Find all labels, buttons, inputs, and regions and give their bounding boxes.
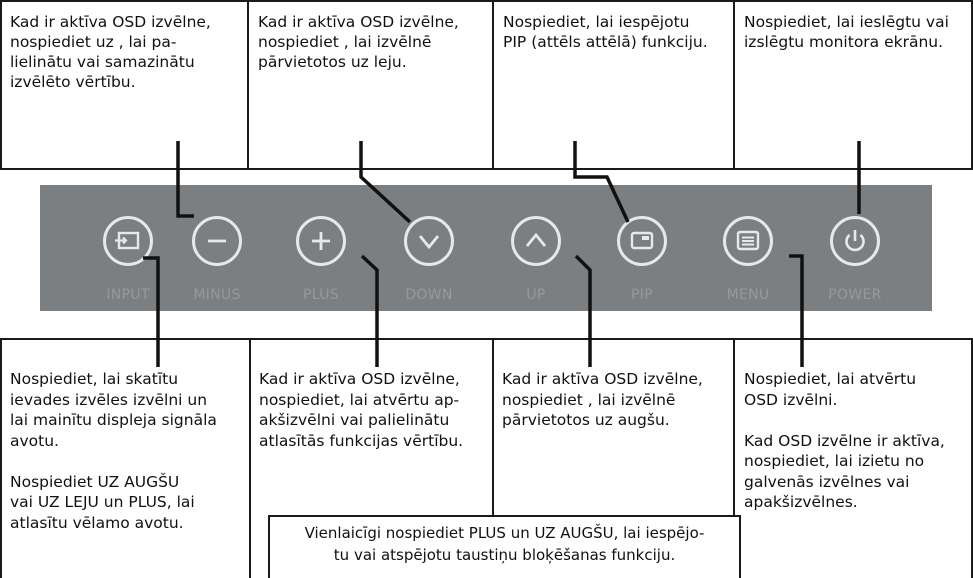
- bottom-note-box-input: [0, 338, 251, 578]
- minus-icon: [208, 239, 226, 243]
- plus-button[interactable]: [296, 216, 346, 266]
- menu-icon: [736, 230, 760, 251]
- bottom-note-up: Kad ir aktīva OSD izvēlne, nospiediet , …: [502, 370, 703, 429]
- plus-button-label: PLUS: [303, 287, 339, 303]
- combo-note: Vienlaicīgi nospiediet PLUS un UZ AUGŠU,…: [304, 524, 705, 564]
- minus-button[interactable]: [192, 216, 242, 266]
- chevron-up-icon: [525, 232, 547, 247]
- pip-icon: [630, 231, 654, 250]
- top-note-box-power: [733, 0, 973, 170]
- top-note-adjust: Kad ir aktīva OSD izvēlne, nospiediet uz…: [10, 13, 211, 91]
- up-button-label: UP: [526, 287, 546, 303]
- down-button-label: DOWN: [405, 287, 453, 303]
- bottom-note-menu: Nospiediet, lai atvērtu OSD izvēlni. Kad…: [744, 370, 945, 511]
- input-button[interactable]: [103, 216, 153, 266]
- bottom-note-plus: Kad ir aktīva OSD izvēlne, nospiediet, l…: [259, 370, 464, 450]
- minus-button-label: MINUS: [193, 287, 241, 303]
- top-note-pip: Nospiediet, lai iespējotu PIP (attēls at…: [503, 13, 708, 51]
- power-button-label: POWER: [828, 287, 882, 303]
- up-button[interactable]: [511, 216, 561, 266]
- power-icon: [845, 230, 865, 252]
- pip-button[interactable]: [617, 216, 667, 266]
- menu-button[interactable]: [723, 216, 773, 266]
- pip-button-label: PIP: [631, 287, 653, 303]
- menu-button-label: MENU: [726, 287, 770, 303]
- top-note-down: Kad ir aktīva OSD izvēlne, nospiediet , …: [258, 13, 459, 71]
- combo-note-box: Vienlaicīgi nospiediet PLUS un UZ AUGŠU,…: [268, 515, 741, 578]
- chevron-down-icon: [418, 235, 440, 250]
- input-icon: [115, 231, 140, 250]
- plus-icon: [312, 232, 330, 250]
- top-note-box-adjust: [0, 0, 249, 170]
- down-button[interactable]: [404, 216, 454, 266]
- bottom-note-box-menu: [733, 338, 973, 578]
- input-button-label: INPUT: [106, 287, 150, 303]
- top-note-power: Nospiediet, lai ieslēgtu vai izslēgtu mo…: [744, 13, 949, 51]
- bottom-note-input: Nospiediet, lai skatītu ievades izvēles …: [10, 370, 217, 532]
- power-button[interactable]: [830, 216, 880, 266]
